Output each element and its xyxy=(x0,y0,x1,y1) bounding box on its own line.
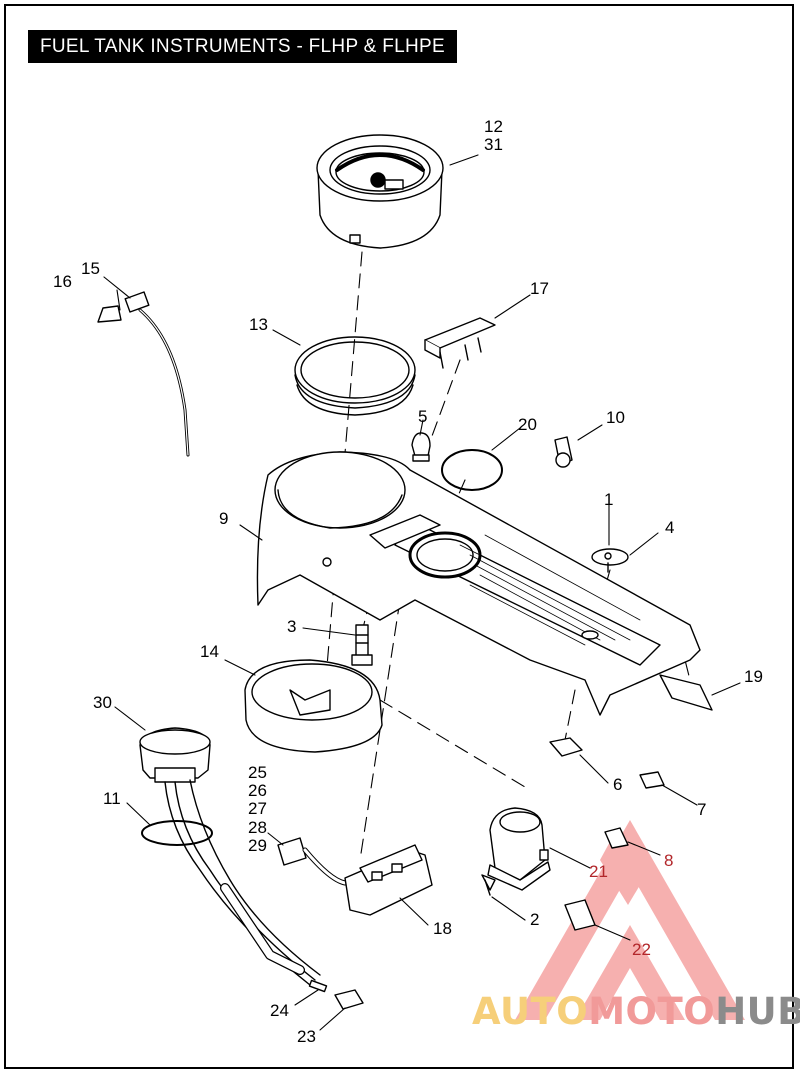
callout-6: 6 xyxy=(613,775,623,794)
callout-12: 12 xyxy=(484,117,503,136)
callout-15: 15 xyxy=(81,259,100,278)
harness-connector xyxy=(334,989,364,1010)
trim-strip xyxy=(659,674,713,711)
grommet xyxy=(141,820,213,846)
callout-19: 19 xyxy=(744,667,763,686)
callout-13: 13 xyxy=(249,315,268,334)
indicator-lamp-housing xyxy=(139,727,211,783)
indicator-housing xyxy=(424,317,496,369)
page-title: FUEL TANK INSTRUMENTS - FLHP & FLHPE xyxy=(28,30,457,63)
diagram-frame xyxy=(4,4,794,1069)
callout-21: 21 xyxy=(589,862,608,881)
gauge-bracket xyxy=(244,659,383,753)
bulb xyxy=(411,432,431,462)
connector-pins xyxy=(308,979,328,993)
relay-clip xyxy=(604,827,629,849)
callout-2: 2 xyxy=(530,910,540,929)
watermark-part-moto: MOTO xyxy=(588,990,716,1033)
leader-lines xyxy=(103,154,741,1031)
watermark-part-auto: AUTO xyxy=(472,990,589,1033)
wire-harness xyxy=(164,779,321,986)
callout-8: 8 xyxy=(664,851,674,870)
callout-20: 20 xyxy=(518,415,537,434)
callout-16: 16 xyxy=(53,272,72,291)
o-ring xyxy=(441,449,503,491)
instrument-console xyxy=(256,451,701,716)
gauge-seal-ring xyxy=(294,336,416,416)
callout-26: 26 xyxy=(248,781,267,800)
callout-24: 24 xyxy=(270,1001,289,1020)
callout-4: 4 xyxy=(665,518,675,537)
washer xyxy=(591,548,629,573)
control-module xyxy=(344,844,433,916)
callout-17: 17 xyxy=(530,279,549,298)
callout-27: 27 xyxy=(248,799,267,818)
callout-18: 18 xyxy=(433,919,452,938)
callout-9: 9 xyxy=(219,509,229,528)
watermark-part-hub: HUB xyxy=(715,990,800,1033)
mounting-stud xyxy=(351,624,373,666)
callout-22: 22 xyxy=(632,940,651,959)
speedometer-gauge xyxy=(316,134,444,249)
relay xyxy=(487,807,551,891)
callout-28: 28 xyxy=(248,818,267,837)
screw xyxy=(481,874,496,896)
watermark-text: AUTOMOTOHUB xyxy=(472,990,800,1033)
callout-31: 31 xyxy=(484,135,503,154)
watermark-logo xyxy=(515,820,745,1020)
callout-29: 29 xyxy=(248,836,267,855)
sensor-wire xyxy=(97,291,190,457)
callout-14: 14 xyxy=(200,642,219,661)
callout-5: 5 xyxy=(418,407,428,426)
module-connector xyxy=(277,837,348,886)
callout-7: 7 xyxy=(697,800,707,819)
callout-10: 10 xyxy=(606,408,625,427)
retainer-clip xyxy=(549,737,583,757)
callout-3: 3 xyxy=(287,617,297,636)
callout-1: 1 xyxy=(604,490,614,509)
callout-23: 23 xyxy=(297,1027,316,1046)
callout-11: 11 xyxy=(103,789,121,808)
callout-25: 25 xyxy=(248,763,267,782)
callout-30: 30 xyxy=(93,693,112,712)
ignition-key xyxy=(554,436,573,468)
spring-clip xyxy=(639,771,665,789)
